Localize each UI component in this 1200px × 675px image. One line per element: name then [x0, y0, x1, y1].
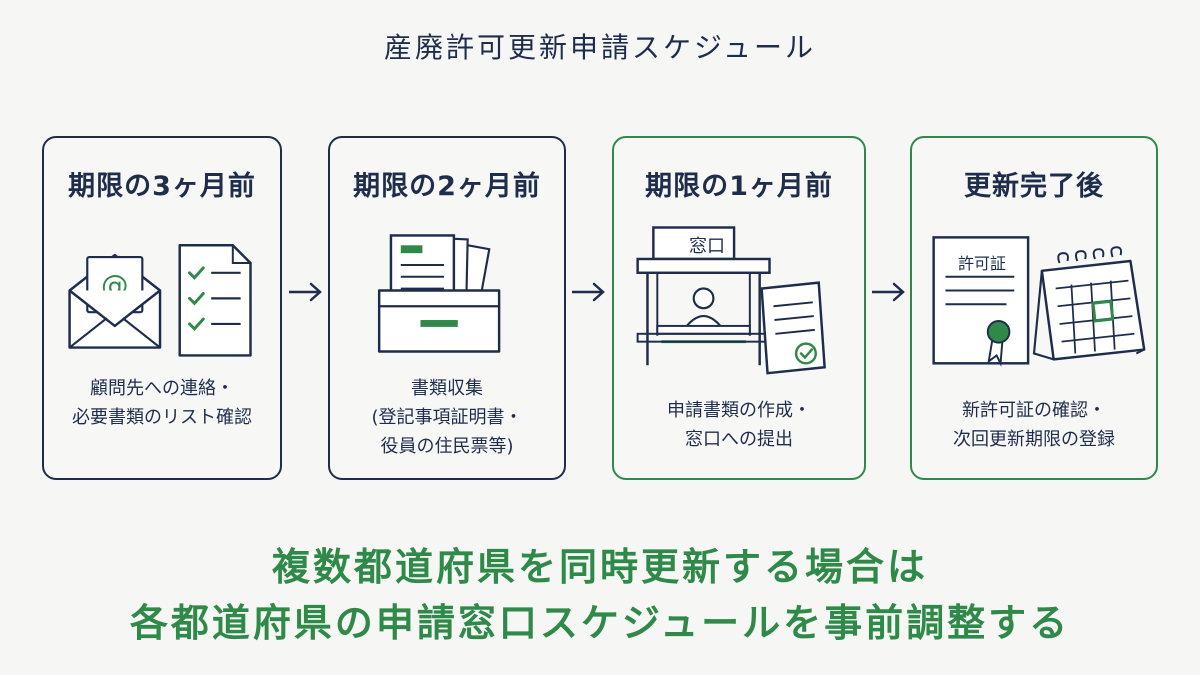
step-heading: 期限の3ヶ月前: [68, 171, 256, 202]
arrow-right-icon: [572, 282, 605, 302]
arrow-right-icon: [872, 282, 905, 302]
document-check-icon: [760, 281, 826, 375]
certificate-calendar-illustration: [932, 236, 1146, 367]
page-title: 産廃許可更新申請スケジュール: [383, 31, 817, 64]
arrow-right-icon: [289, 282, 322, 302]
step-heading: 更新完了後: [964, 171, 1104, 202]
step-description: 書類収集 (登記事項証明書・ 役員の住民票等): [371, 378, 523, 457]
step-description: 顧問先への連絡・ 必要書類のリスト確認: [72, 378, 252, 428]
step-description: 申請書類の作成・ 窓口への提出: [667, 400, 811, 450]
service-counter-icon: [636, 226, 826, 375]
note-line-2: 各都道府県の申請窓口スケジュールを事前調整する: [129, 601, 1071, 645]
calendar-icon: [1032, 246, 1146, 361]
certificate-icon: [932, 236, 1030, 367]
counter-sign-label: 窓口: [689, 236, 725, 257]
step-card-3-months: 期限の3ヶ月前 @ 顧問先への連絡・ 必要書類のリスト確認: [42, 136, 282, 480]
step-description: 新許可証の確認・ 次回更新期限の登録: [953, 400, 1115, 450]
step-card-2-months: 期限の2ヶ月前 書類収集 (登記事項証明書・ 役員の住民票等): [328, 136, 566, 480]
envelope-checklist-illustration: @: [68, 244, 252, 357]
step-heading: 期限の2ヶ月前: [353, 171, 541, 202]
note-line-1: 複数都道府県を同時更新する場合は: [271, 545, 928, 589]
document-box-icon: [377, 234, 501, 353]
envelope-icon: @: [68, 253, 162, 349]
step-card-1-month: 期限の1ヶ月前 窓口 申請書類の作成・ 窓口への提出: [612, 136, 866, 480]
checklist-icon: [178, 244, 252, 357]
step-card-after-renewal: 更新完了後 許可証 新許可証の確認・: [910, 136, 1158, 480]
certificate-label: 許可証: [957, 254, 1006, 273]
step-heading: 期限の1ヶ月前: [645, 171, 833, 202]
